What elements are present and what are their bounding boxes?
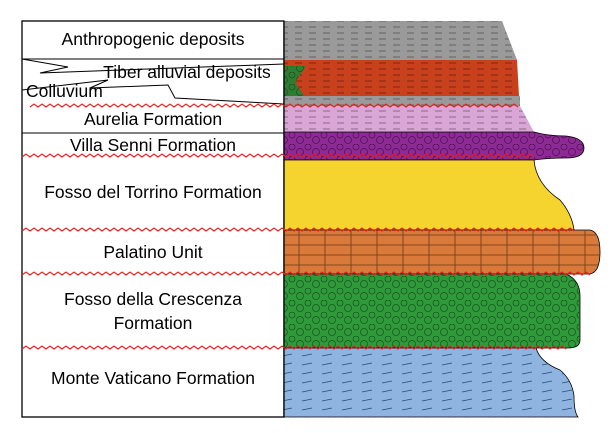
unconformity-line (21, 271, 591, 276)
label-monte-vaticano: Monte Vaticano Formation (51, 368, 255, 388)
unconformity-line (21, 153, 535, 158)
label-villa-senni: Villa Senni Formation (70, 135, 236, 155)
unconformity-line (21, 227, 575, 232)
label-fosso-crescenza-line2: Formation (114, 313, 193, 333)
layer-fosso-torrino (283, 159, 575, 231)
unconformities (21, 103, 591, 350)
unconformity-line (21, 345, 567, 350)
label-tiber: Tiber alluvial deposits (103, 62, 271, 82)
label-colluvium: Colluvium (26, 81, 103, 101)
label-fosso-torrino: Fosso del Torrino Formation (44, 182, 262, 202)
label-palatino: Palatino Unit (103, 242, 202, 262)
tiber-boundary-line (21, 58, 285, 74)
unconformity-line (29, 103, 519, 108)
colluvium-boundary-line (21, 79, 285, 105)
label-fosso-crescenza-line1: Fosso della Crescenza (64, 289, 242, 309)
legend-panel (21, 20, 285, 418)
label-aurelia: Aurelia Formation (84, 109, 222, 129)
label-anthropogenic: Anthropogenic deposits (62, 29, 245, 49)
strata-column (283, 21, 601, 418)
